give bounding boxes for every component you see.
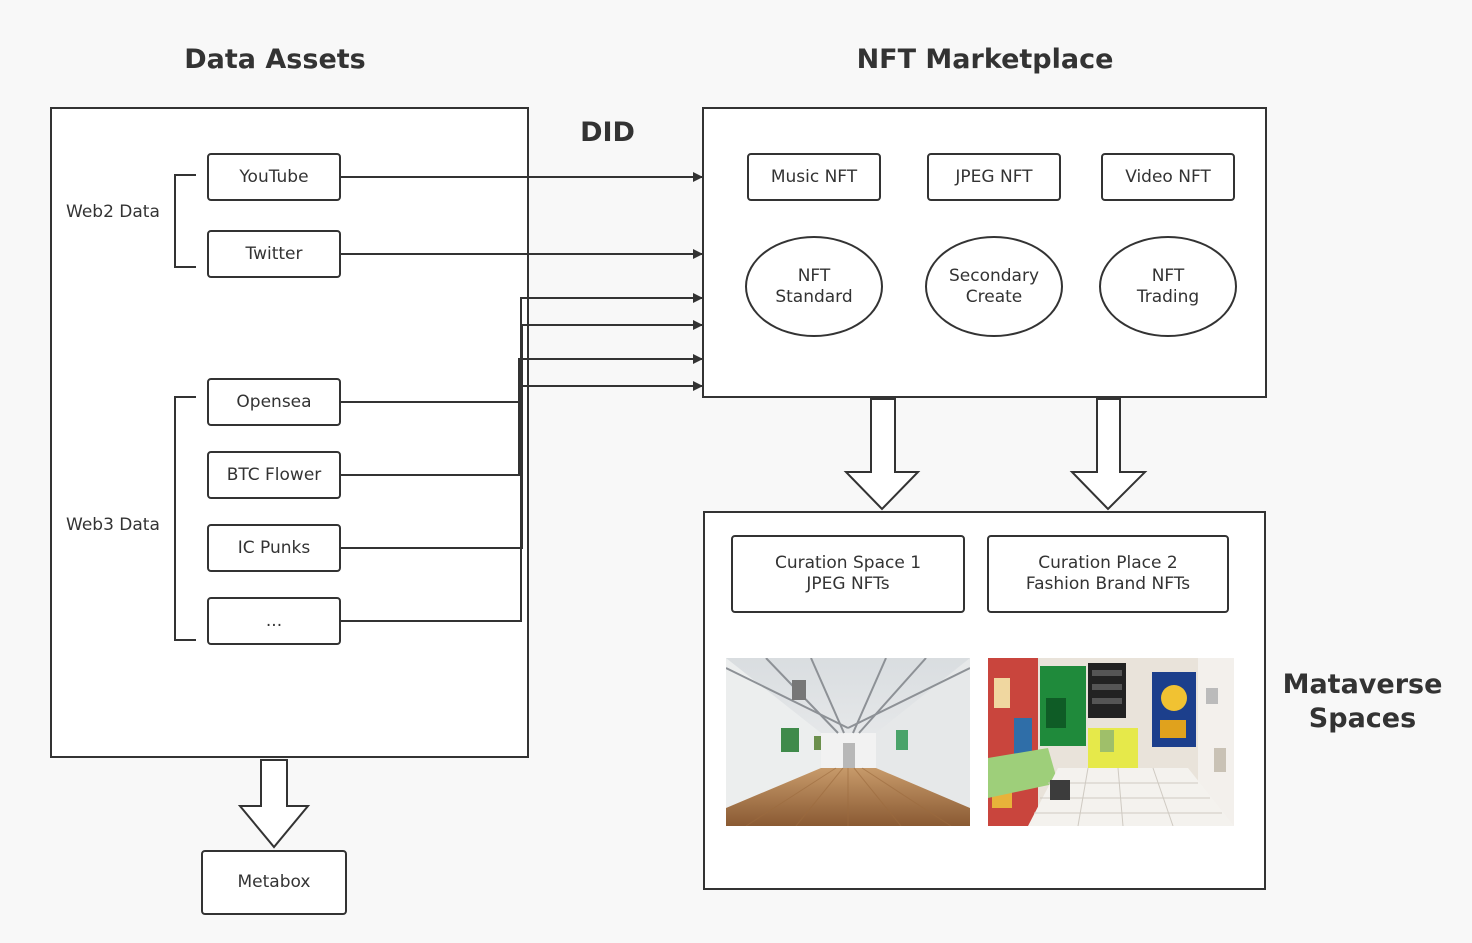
web3-bracket (174, 396, 196, 641)
metabox-block-arrow (237, 759, 311, 849)
jpeg-nft-box: JPEG NFT (927, 153, 1061, 201)
more-connector (340, 293, 703, 622)
did-label: DID (580, 117, 635, 148)
opensea-box: Opensea (207, 378, 341, 426)
secondary-create-ellipse: Secondary Create (925, 236, 1063, 337)
youtube-box: YouTube (207, 153, 341, 201)
metabox-box: Metabox (201, 850, 347, 915)
curation-space-1-box: Curation Space 1 JPEG NFTs (731, 535, 965, 613)
twitter-box: Twitter (207, 230, 341, 278)
music-nft-box: Music NFT (747, 153, 881, 201)
web3-data-label: Web3 Data (66, 515, 160, 535)
web2-data-label: Web2 Data (66, 202, 160, 222)
web2-bracket (174, 174, 196, 268)
nft-marketplace-title: NFT Marketplace (856, 44, 1114, 75)
btc-flower-box: BTC Flower (207, 451, 341, 499)
curation-place-2-box: Curation Place 2 Fashion Brand NFTs (987, 535, 1229, 613)
data-assets-panel (50, 107, 529, 758)
metaverse-spaces-title: Mataverse Spaces (1282, 669, 1443, 734)
nft-standard-ellipse: NFT Standard (745, 236, 883, 337)
curation-space-1-image (726, 658, 970, 826)
btc-flower-connector (340, 354, 703, 476)
curation-place-2-image (988, 658, 1234, 826)
data-assets-title: Data Assets (184, 44, 366, 75)
more-sources-box: ... (207, 597, 341, 645)
marketplace-to-space-2-arrow (1069, 398, 1148, 511)
video-nft-box: Video NFT (1101, 153, 1235, 201)
nft-trading-ellipse: NFT Trading (1099, 236, 1237, 337)
ic-punks-box: IC Punks (207, 524, 341, 572)
marketplace-to-space-1-arrow (843, 398, 921, 511)
